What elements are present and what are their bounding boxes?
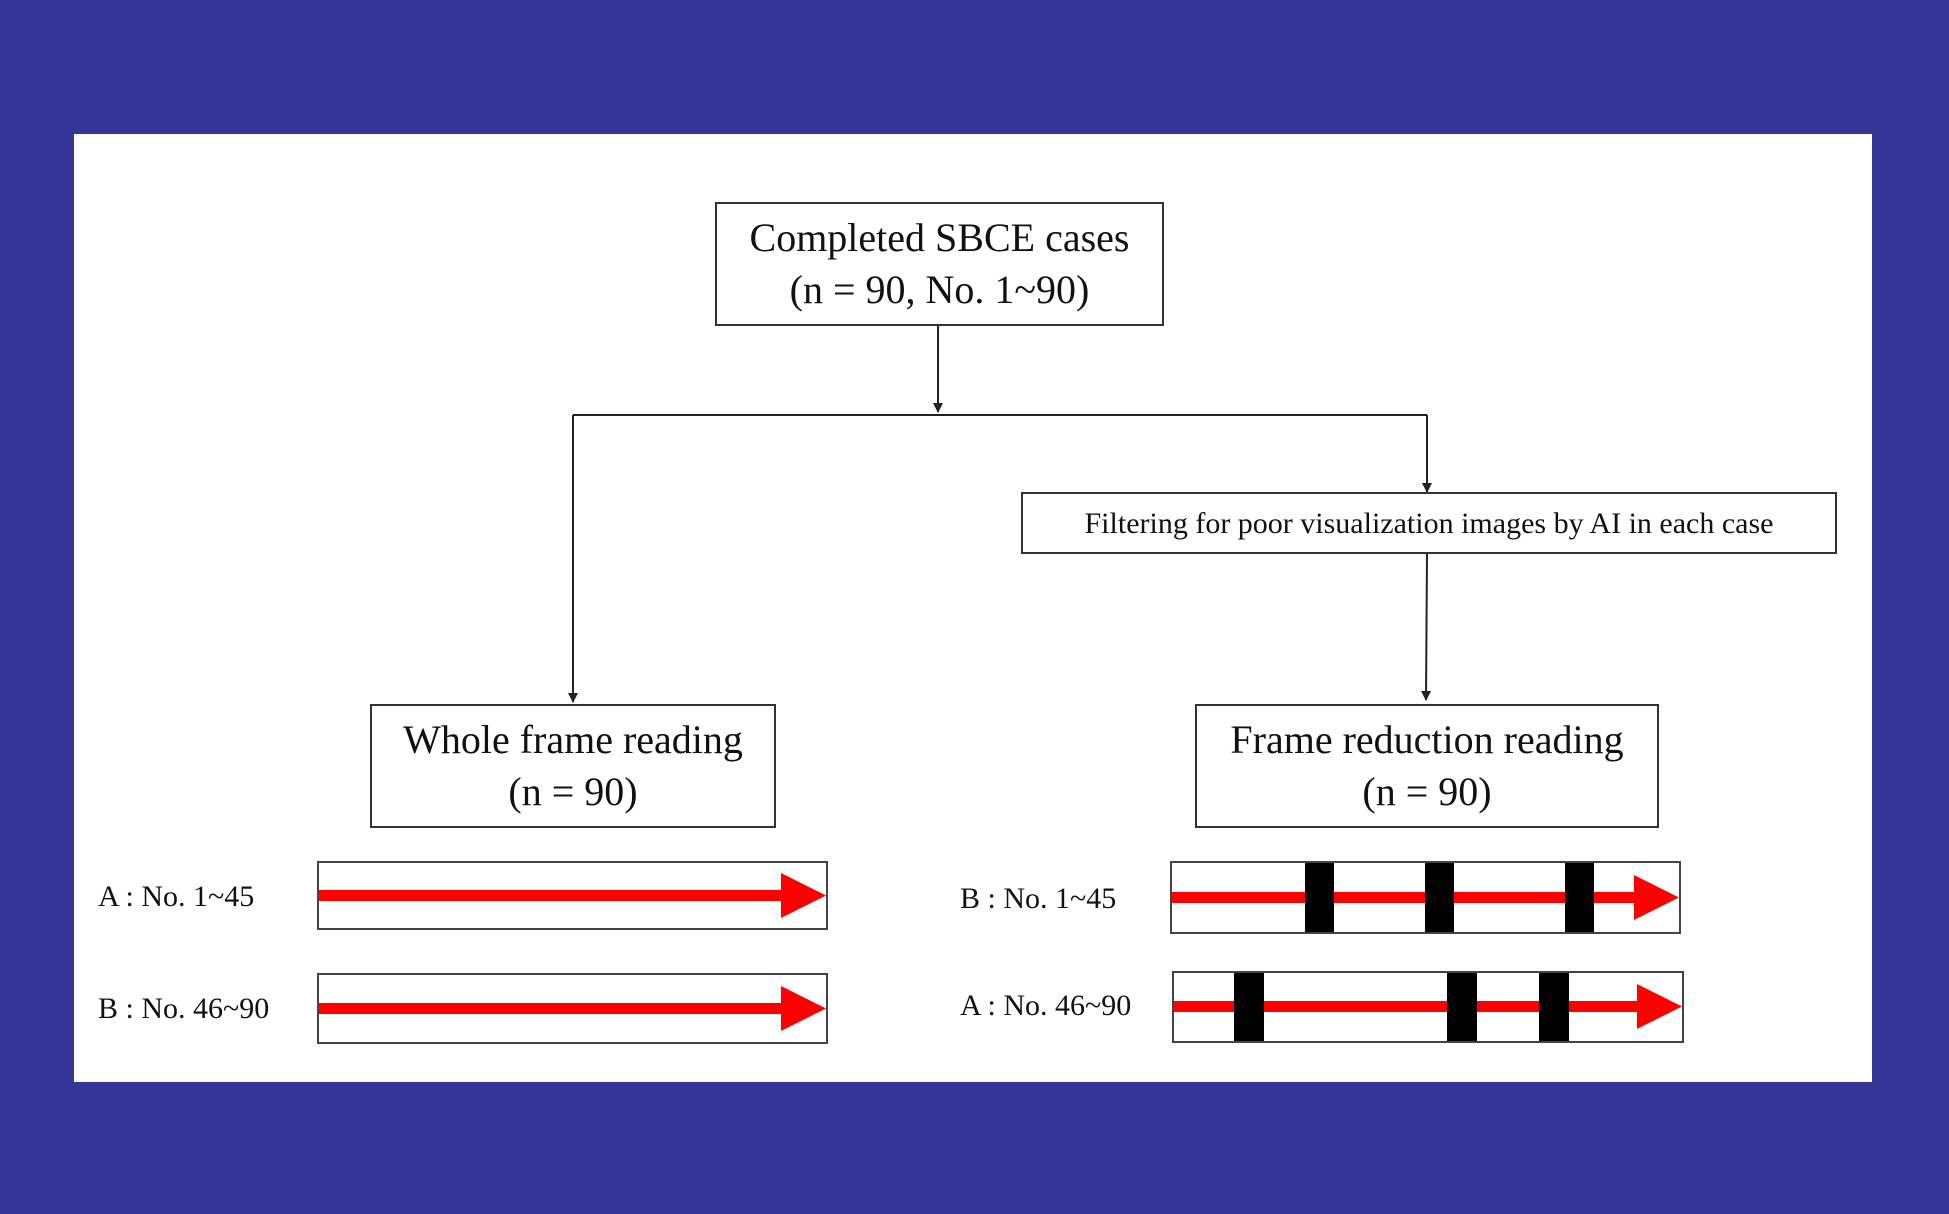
- removed-frames-block: [1539, 973, 1569, 1041]
- red-arrow-shaft: [1174, 1001, 1639, 1012]
- red-arrow-shaft: [1172, 892, 1636, 903]
- diagram-panel: Completed SBCE cases (n = 90, No. 1~90) …: [74, 134, 1872, 1082]
- frame-reduction-reading-box: Frame reduction reading (n = 90): [1195, 704, 1659, 828]
- whole-frame-track-1: [317, 861, 828, 930]
- row-label-right-2: A : No. 46~90: [960, 989, 1132, 1022]
- removed-frames-block: [1565, 863, 1594, 932]
- flow-connectors: [568, 326, 1432, 703]
- frame-reduction-reading-title: Frame reduction reading: [1230, 717, 1624, 762]
- removed-frames-block: [1447, 973, 1477, 1041]
- completed-cases-box: Completed SBCE cases (n = 90, No. 1~90): [715, 202, 1164, 326]
- frame-reduction-track-2: [1172, 971, 1684, 1043]
- completed-cases-title: Completed SBCE cases: [749, 215, 1130, 260]
- whole-frame-reading-count: (n = 90): [508, 769, 638, 814]
- removed-frames-block: [1425, 863, 1454, 932]
- removed-frames-block: [1234, 973, 1264, 1041]
- red-arrow-head: [1634, 875, 1679, 920]
- whole-frame-track-2: [317, 973, 828, 1044]
- row-label-left-1: A : No. 1~45: [98, 880, 255, 913]
- red-arrow-head: [1637, 984, 1682, 1029]
- filtering-text: Filtering for poor visualization images …: [1084, 506, 1774, 540]
- whole-frame-reading-box: Whole frame reading (n = 90): [370, 704, 776, 828]
- red-arrow-shaft: [319, 1003, 783, 1014]
- removed-frames-block: [1305, 863, 1334, 932]
- connector-filter-down: [1421, 553, 1432, 701]
- red-arrow-head: [781, 873, 826, 918]
- frame-reduction-track-1: [1170, 861, 1681, 934]
- red-arrow-head: [781, 986, 826, 1031]
- frame-reduction-reading-count: (n = 90): [1362, 769, 1492, 814]
- completed-cases-count: (n = 90, No. 1~90): [789, 267, 1090, 312]
- row-label-left-2: B : No. 46~90: [98, 992, 270, 1025]
- whole-frame-reading-title: Whole frame reading: [403, 717, 743, 762]
- row-label-right-1: B : No. 1~45: [960, 882, 1117, 915]
- filtering-box: Filtering for poor visualization images …: [1021, 492, 1837, 554]
- red-arrow-shaft: [319, 890, 783, 901]
